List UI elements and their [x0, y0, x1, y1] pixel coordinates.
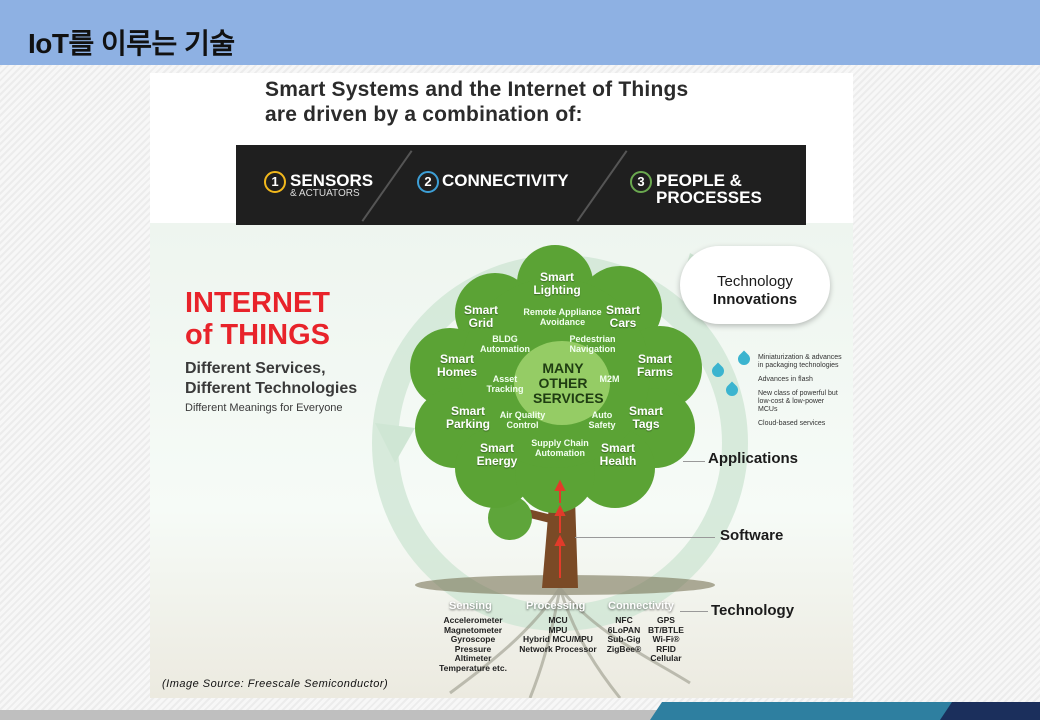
applications-leader: [683, 461, 705, 462]
innovations-list: Miniaturization & advances in packaging …: [758, 354, 844, 434]
pillar-people: PEOPLE & PROCESSES: [656, 172, 762, 206]
software-leader: [575, 537, 715, 538]
pillar-people-line-1: PEOPLE &: [656, 171, 742, 190]
roots-connectivity-items: NFC 6LoPAN Sub-Gig ZigBee®: [606, 615, 642, 654]
tree-label: Smart Tags: [628, 404, 663, 431]
tree-small-label: M2M: [599, 374, 620, 384]
innovation-item: Advances in flash: [758, 376, 813, 383]
pillar-sensors-sub: & ACTUATORS: [290, 188, 360, 199]
tree-small-label: Supply Chain Automation: [531, 438, 589, 458]
cloud-line-2: Innovations: [712, 291, 798, 308]
tree-label: Smart Farms: [636, 352, 674, 379]
tree-label: Smart Grid: [463, 303, 498, 330]
footer-accent-teal: [650, 702, 1040, 720]
tree-small-label: Remote Appliance Avoidance: [523, 307, 602, 327]
roots-sensing-title: Sensing: [449, 600, 492, 612]
tree-label: Smart Cars: [605, 303, 640, 330]
pillar-connectivity: CONNECTIVITY: [442, 171, 569, 190]
cycle-arrow-head: [375, 423, 415, 463]
tree-small-label: Pedestrian Navigation: [569, 334, 616, 354]
layer-software: Software: [720, 527, 784, 544]
innovation-item: Miniaturization & advances in packaging …: [758, 354, 842, 369]
tree-small-label: Auto Safety: [588, 410, 616, 430]
tree-label: Smart Homes: [436, 352, 477, 379]
tree-label: Smart Parking: [445, 404, 490, 431]
layer-applications: Applications: [708, 450, 799, 467]
technology-leader: [680, 611, 708, 612]
iot-infographic: Smart Systems and the Internet of Things…: [150, 73, 853, 698]
tree-label: Smart Energy: [476, 441, 518, 468]
innovation-item: New class of powerful but low-cost & low…: [758, 390, 838, 413]
tree-label: Smart Health: [599, 441, 637, 468]
many-other-services: MANY OTHER SERVICES: [533, 360, 604, 406]
innovation-cloud: [680, 246, 830, 324]
services-line-2: Different Technologies: [185, 380, 358, 397]
services-subheading: Different Services, Different Technologi…: [185, 359, 357, 399]
pillar-sensors-label: SENSORS: [290, 171, 374, 190]
tree-small-label: Air Quality Control: [499, 410, 546, 430]
pillar-people-line-2: PROCESSES: [656, 188, 762, 207]
pillar-number-1: 1: [264, 171, 286, 193]
pillar-sensors: SENSORS & ACTUATORS: [290, 172, 373, 199]
pillar-number-3: 3: [630, 171, 652, 193]
tree-canopy: [410, 245, 702, 513]
cloud-text: Technology Innovations: [680, 273, 830, 309]
footer-bar: [0, 710, 1040, 720]
roots-processing-title: Processing: [526, 600, 586, 612]
iot-heading: INTERNET of THINGS: [185, 287, 330, 351]
roots-connectivity-title: Connectivity: [608, 600, 675, 612]
meanings-text: Different Meanings for Everyone: [185, 402, 343, 414]
title-bar: IoT를 이루는 기술: [0, 0, 1040, 65]
layer-technology: Technology: [711, 602, 795, 619]
infographic-headline: Smart Systems and the Internet of Things…: [265, 77, 688, 127]
tree-label: Smart Lighting: [533, 270, 581, 297]
canopy-center-glow: [514, 341, 610, 425]
iot-heading-line-2: of THINGS: [185, 319, 330, 351]
footer-accent-navy: [940, 702, 1040, 720]
innovation-item: Cloud-based services: [758, 420, 826, 427]
iot-heading-line-1: INTERNET: [185, 287, 330, 319]
pillar-number-2: 2: [417, 171, 439, 193]
services-line-1: Different Services,: [185, 360, 326, 377]
image-source-caption: (Image Source: Freescale Semiconductor): [162, 678, 389, 690]
roots-processing-items: MCU MPU Hybrid MCU/MPU Network Processor: [519, 615, 597, 654]
slide-title: IoT를 이루는 기술: [28, 28, 235, 59]
roots-sensing-items: Accelerometer Magnetometer Gyroscope Pre…: [439, 615, 507, 673]
headline-line-1: Smart Systems and the Internet of Things: [265, 78, 689, 101]
headline-line-2: are driven by a combination of:: [265, 103, 583, 126]
pillars-band: 1 SENSORS & ACTUATORS 2 CONNECTIVITY 3 P…: [236, 145, 806, 225]
growth-arrows: [554, 479, 566, 578]
roots-connectivity-items: GPS BT/BTLE Wi-Fi® RFID Cellular: [648, 615, 684, 663]
roots: [449, 587, 691, 698]
tree-small-label: Asset Tracking: [486, 374, 524, 394]
tree-small-label: BLDG Automation: [480, 334, 530, 354]
cloud-line-1: Technology: [717, 273, 793, 290]
tree-graphic: [372, 245, 748, 698]
